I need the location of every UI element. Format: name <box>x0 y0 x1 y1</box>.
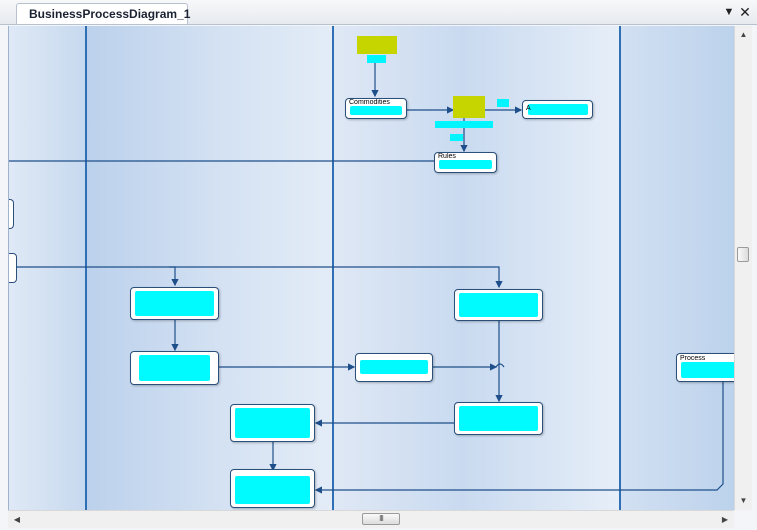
swimlane-4 <box>621 26 735 510</box>
scroll-left-icon[interactable]: ◀ <box>13 515 21 524</box>
connector <box>314 381 724 494</box>
task-top-right[interactable]: A <box>522 100 593 119</box>
task-e[interactable] <box>454 402 543 435</box>
connector <box>13 266 503 289</box>
horizontal-scrollbar[interactable]: ◀ III ▶ <box>8 510 734 528</box>
task-b[interactable] <box>454 289 543 321</box>
task-top-left[interactable]: Commodities <box>345 98 407 119</box>
start-event[interactable] <box>357 36 397 54</box>
scroll-up-icon[interactable]: ▲ <box>739 30 748 39</box>
gateway-caption <box>435 121 493 128</box>
scroll-right-icon[interactable]: ▶ <box>721 515 729 524</box>
offscreen-node[interactable] <box>9 199 14 229</box>
task-h[interactable]: Process <box>676 353 735 382</box>
offscreen-node[interactable] <box>9 253 17 283</box>
swimlane-1 <box>9 26 87 510</box>
connector-layer <box>9 56 724 494</box>
horizontal-scroll-thumb[interactable]: III <box>362 513 400 525</box>
gateway-label <box>497 99 509 107</box>
tab-business-process-diagram[interactable]: BusinessProcessDiagram_1 <box>16 3 190 24</box>
gateway[interactable] <box>453 96 485 118</box>
task-f[interactable] <box>230 404 315 442</box>
start-event-label <box>367 55 386 63</box>
task-label: Rules <box>438 153 456 160</box>
task-label: Commodities <box>349 99 390 106</box>
connector <box>495 363 505 368</box>
scroll-down-icon[interactable]: ▼ <box>739 496 748 505</box>
task-mid[interactable]: Rules <box>434 152 497 173</box>
chevron-down-icon[interactable]: ▼ <box>723 6 735 18</box>
task-label: Process <box>680 355 706 362</box>
task-c[interactable] <box>130 351 219 385</box>
diagram-canvas[interactable]: Commodities A Rules Process <box>8 26 735 510</box>
task-d[interactable] <box>355 353 433 382</box>
tab-bar: BusinessProcessDiagram_1 ▼ ✕ <box>0 0 757 25</box>
task-a[interactable] <box>130 287 219 320</box>
close-icon[interactable]: ✕ <box>739 4 751 20</box>
connector <box>169 266 179 287</box>
task-label: A <box>526 105 531 112</box>
task-g[interactable] <box>230 469 315 508</box>
flow-label <box>450 134 463 141</box>
vertical-scrollbar[interactable]: ▲ ▼ <box>734 26 752 510</box>
vertical-scroll-thumb[interactable] <box>737 247 749 262</box>
